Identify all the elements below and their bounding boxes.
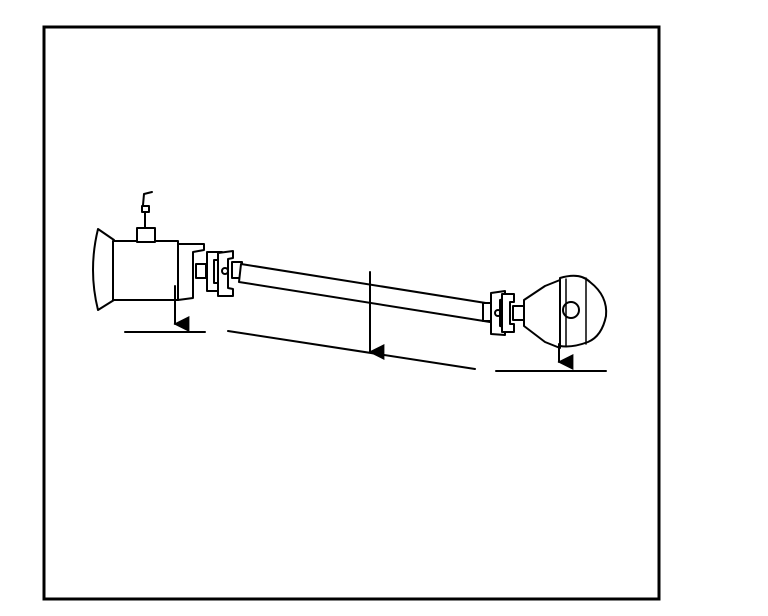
angle-arrows [173,271,574,370]
rear-universal-joint-icon [482,290,515,336]
reference-lines [124,330,607,372]
drive-shaft-reference-line [227,330,476,370]
transmission-icon [92,191,205,311]
rear-axle-icon [512,274,608,349]
figure-frame [42,25,661,601]
drive-shaft-icon [238,263,493,323]
front-universal-joint-icon [195,250,243,297]
